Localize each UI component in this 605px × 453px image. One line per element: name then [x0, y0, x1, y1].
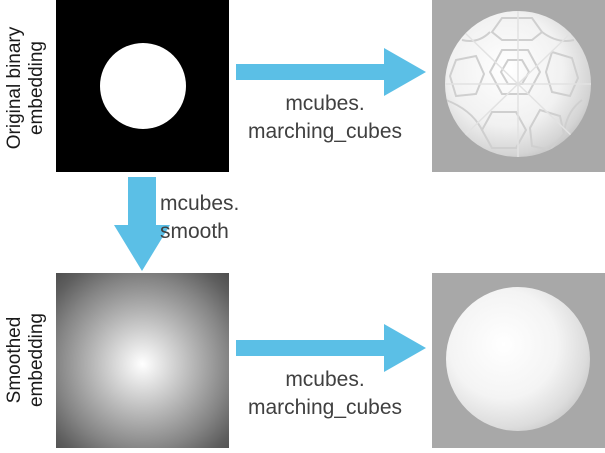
smoothed-embedding-label: Smoothed embedding — [4, 313, 48, 407]
caption-line-2: marching_cubes — [247, 120, 403, 143]
caption-line-1: mcubes. — [285, 92, 365, 115]
label-line-2: embedding — [26, 312, 47, 408]
smooth-sphere-svg — [446, 287, 590, 431]
original-binary-embedding-image — [56, 0, 229, 172]
label-line-1: Original binary — [4, 26, 25, 150]
top-right-arrow — [236, 48, 426, 96]
label-line-1: Smoothed — [4, 316, 25, 404]
down-arrow-shape — [114, 177, 170, 271]
down-arrow-caption: mcubes. smooth — [160, 190, 239, 246]
binary-disc — [100, 43, 186, 129]
caption-line-1: mcubes. — [285, 368, 365, 391]
bottom-right-arrow — [236, 324, 426, 372]
down-arrow — [114, 177, 170, 271]
blocky-sphere-svg — [445, 11, 591, 157]
blocky-sphere-render — [432, 0, 605, 172]
top-arrow-shape — [236, 48, 426, 96]
top-arrow-caption: mcubes. marching_cubes — [248, 90, 402, 146]
original-binary-embedding-label: Original binary embedding — [4, 27, 48, 150]
caption-line-2: marching_cubes — [247, 396, 403, 419]
caption-line-1: mcubes. — [160, 192, 240, 215]
bottom-arrow-shape — [236, 324, 426, 372]
caption-line-2: smooth — [160, 220, 229, 243]
smooth-sphere-render — [432, 273, 605, 448]
smoothed-embedding-image — [56, 273, 229, 448]
label-line-2: embedding — [26, 40, 47, 136]
bottom-arrow-caption: mcubes. marching_cubes — [248, 366, 402, 422]
